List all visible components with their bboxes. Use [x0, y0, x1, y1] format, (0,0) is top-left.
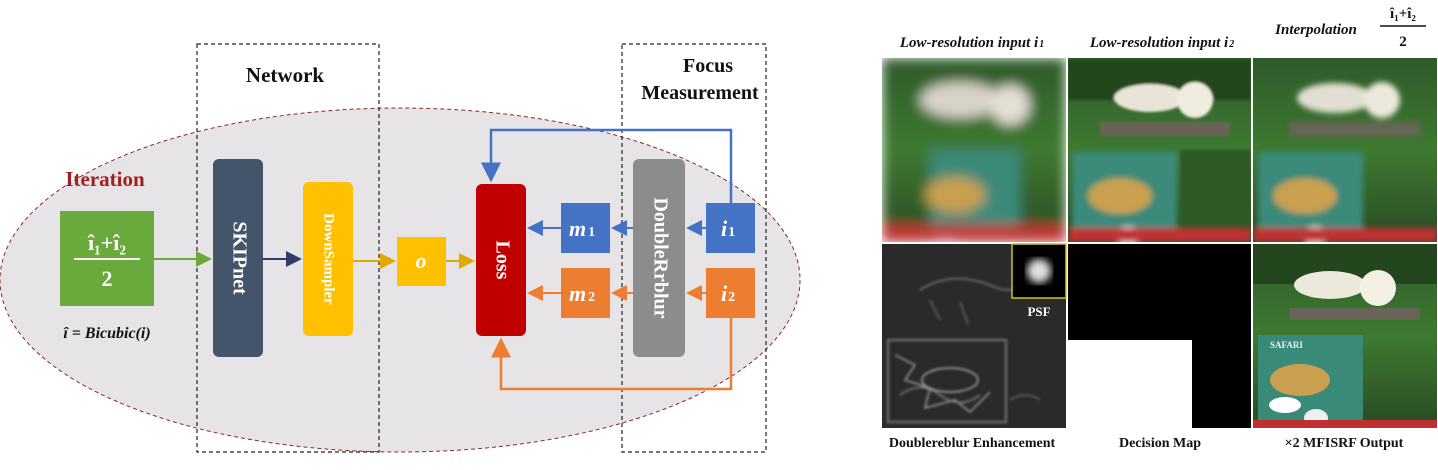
- header-interp-denominator: 2: [1399, 34, 1407, 50]
- image-doublereblur-enhancement: PSF: [882, 243, 1067, 428]
- image-mfisrf-output: SAFARI: [1253, 244, 1437, 428]
- caption-decision-map: Decision Map: [1119, 436, 1201, 451]
- m2-block: [561, 268, 610, 318]
- loss-block: [476, 184, 526, 336]
- skipnet-label: SKIPnet: [228, 221, 250, 295]
- image-lr-input-2: [1068, 58, 1251, 242]
- feedback-arrow-i1-to-loss: [481, 128, 733, 203]
- pipeline-diagram: Network Focus Measurement Iteration î₁+î…: [0, 43, 801, 453]
- focus-label: Focus: [683, 55, 733, 77]
- downsampler-block: [303, 182, 353, 336]
- interpolation-denominator: 2: [102, 266, 113, 291]
- header-lr-input-2: Low-resolution input i2: [1089, 35, 1234, 51]
- doubleblur-block: [633, 159, 685, 357]
- skipnet-block: [213, 159, 263, 357]
- image-interpolation: [1253, 58, 1437, 242]
- measurement-label: Measurement: [641, 82, 759, 104]
- m1-block: [561, 203, 610, 253]
- bicubic-caption: î = Bicubic(i): [63, 325, 150, 342]
- interpolation-numerator: î₁+î₂: [87, 230, 126, 255]
- caption-mfisrf-output: ×2 MFISRF Output: [1285, 436, 1404, 451]
- image-decision-map: [1068, 244, 1251, 428]
- doubleblur-label: DoubleRrblur: [649, 197, 671, 318]
- psf-kernel: [1027, 259, 1051, 283]
- loss-label: Loss: [491, 241, 513, 280]
- header-lr-input-1: Low-resolution input i1: [899, 35, 1044, 51]
- caption-doublereblur-enhancement: Doublereblur Enhancement: [889, 436, 1056, 451]
- network-region: [196, 43, 380, 453]
- downsampler-label: DownSampler: [321, 213, 337, 305]
- i2-block: [706, 268, 755, 318]
- network-label: Network: [246, 63, 324, 87]
- i2-label: i2: [721, 281, 735, 306]
- i1-block: [706, 203, 755, 253]
- iteration-label: Iteration: [65, 167, 145, 191]
- results-panel: Low-resolution input i1 Low-resolution i…: [882, 6, 1437, 451]
- image-lr-input-1: [882, 58, 1066, 242]
- output-o-block: [397, 237, 446, 286]
- decision-map-focused-region: [1068, 340, 1192, 428]
- feedback-arrow-i2-to-loss: [491, 318, 733, 391]
- output-o-label: o: [416, 248, 427, 273]
- header-interpolation: Interpolation: [1274, 22, 1357, 38]
- psf-label: PSF: [1027, 304, 1050, 319]
- focus-region: [621, 43, 767, 453]
- i1-label: i1: [721, 216, 735, 241]
- header-interp-numerator: î₁+î₂: [1389, 6, 1416, 22]
- poster-text: SAFARI: [1270, 340, 1303, 350]
